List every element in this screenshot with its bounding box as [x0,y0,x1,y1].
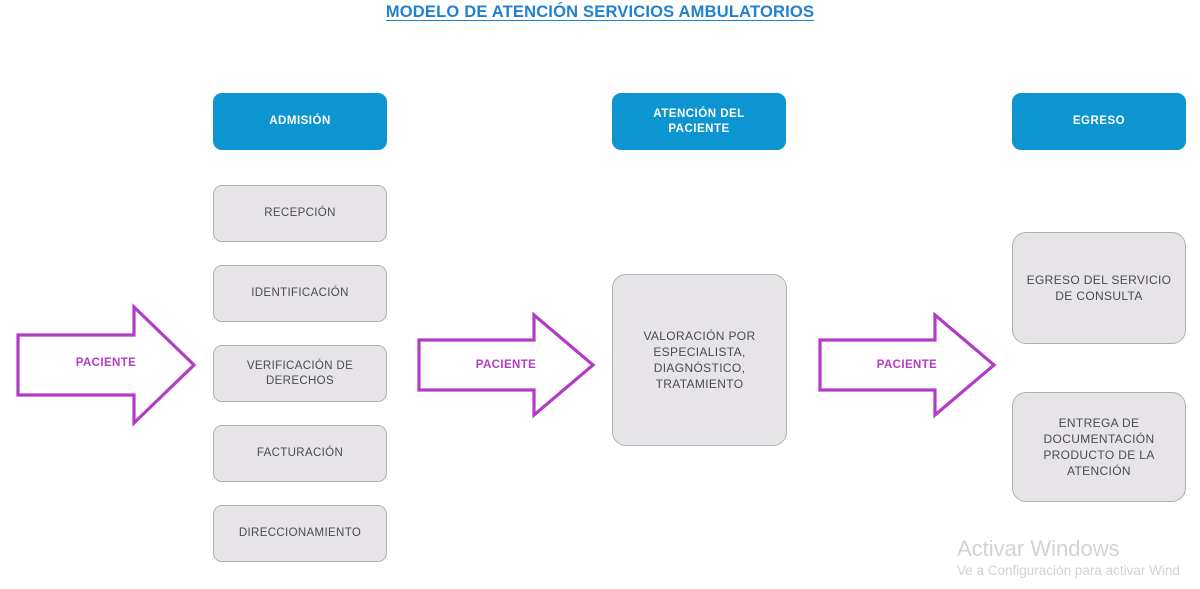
flow-arrow-2: PACIENTE [417,311,596,419]
step-box-facturacion[interactable]: FACTURACIÓN [213,425,387,482]
stage-header-atencion-del-paciente[interactable]: ATENCIÓN DEL PACIENTE [612,93,786,150]
watermark-subtitle: Ve a Configuración para activar Wind [957,563,1180,578]
flow-arrow-3: PACIENTE [818,311,997,419]
stage-header-egreso[interactable]: EGRESO [1012,93,1186,150]
stage-header-admision[interactable]: ADMISIÓN [213,93,387,150]
arrow-right-icon [16,303,197,427]
step-box-verificacion-de-derechos[interactable]: VERIFICACIÓN DE DERECHOS [213,345,387,402]
stage-header-egreso-label: EGRESO [1072,115,1126,127]
step-box-valoracion[interactable]: VALORACIÓN POR ESPECIALISTA, DIAGNÓSTICO… [612,274,787,446]
watermark-title: Activar Windows [957,536,1120,561]
flow-arrow-1: PACIENTE [16,303,197,427]
arrow-right-icon [417,311,596,419]
stage-header-atencion-del-paciente-label: ATENCIÓN DEL PACIENTE [653,107,745,135]
page-title: MODELO DE ATENCIÓN SERVICIOS AMBULATORIO… [385,3,815,21]
step-box-direccionamiento-label: DIRECCIONAMIENTO [238,527,362,539]
arrow-right-icon [818,311,997,419]
step-box-identificacion[interactable]: IDENTIFICACIÓN [213,265,387,322]
step-box-verificacion-de-derechos-label: VERIFICACIÓN DE DERECHOS [246,359,354,387]
step-box-entrega-documentacion[interactable]: ENTREGA DE DOCUMENTACIÓN PRODUCTO DE LA … [1012,392,1186,502]
stage-header-admision-label: ADMISIÓN [269,115,331,127]
step-box-facturacion-label: FACTURACIÓN [256,447,344,459]
step-box-egreso-del-servicio-label: EGRESO DEL SERVICIO DE CONSULTA [1026,273,1172,303]
windows-activation-watermark: Activar Windows Ve a Configuración para … [957,536,1180,580]
step-box-direccionamiento[interactable]: DIRECCIONAMIENTO [213,505,387,562]
step-box-valoracion-label: VALORACIÓN POR ESPECIALISTA, DIAGNÓSTICO… [643,329,756,391]
flow-arrow-2-label: PACIENTE [475,359,537,371]
step-box-identificacion-label: IDENTIFICACIÓN [251,287,349,299]
step-box-recepcion-label: RECEPCIÓN [264,207,336,219]
flow-arrow-3-label: PACIENTE [876,359,938,371]
flow-arrow-1-label: PACIENTE [75,357,137,369]
step-box-entrega-documentacion-label: ENTREGA DE DOCUMENTACIÓN PRODUCTO DE LA … [1043,416,1155,478]
step-box-recepcion[interactable]: RECEPCIÓN [213,185,387,242]
step-box-egreso-del-servicio[interactable]: EGRESO DEL SERVICIO DE CONSULTA [1012,232,1186,344]
